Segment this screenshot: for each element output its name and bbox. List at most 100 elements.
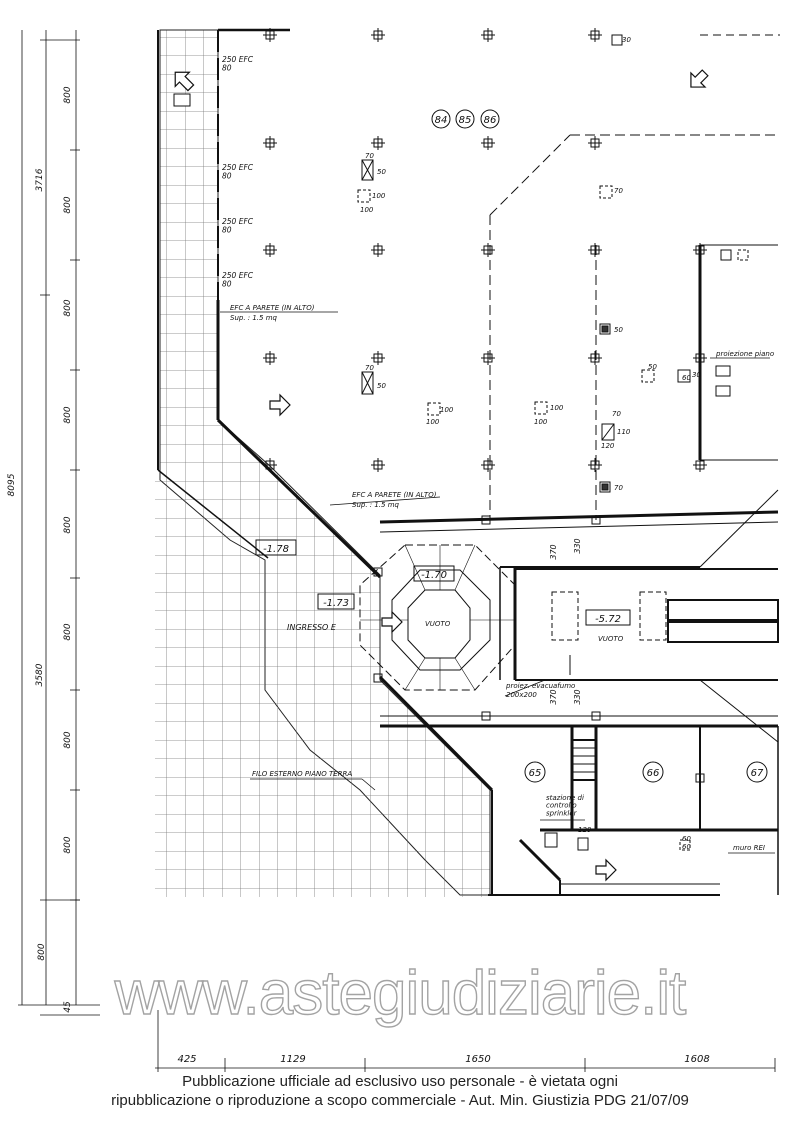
efc-label: EFC A PARETE (IN ALTO) [352,491,437,499]
vuoto-label: VUOTO [598,635,624,643]
watermark: www.astegiudiziarie.it [114,958,687,1028]
store-number: 66 [647,768,660,779]
dimension-label: 330 [573,689,582,704]
octagonal-void [359,544,516,691]
bottom-dimension-label: 1608 [684,1054,709,1065]
muro-rei-label: muro REI [733,844,765,852]
column-marker [481,136,495,150]
shaft-size-label: 60 [682,374,691,382]
column-marker [588,458,602,472]
shaft-size-label: 60 [682,835,691,843]
shafts [357,34,749,851]
bottom-dimension-label: 1650 [465,1054,490,1065]
store-number: 65 [529,768,542,779]
column-marker [588,136,602,150]
column-marker [481,515,491,525]
shaft-size-label: 50 [614,326,623,334]
column-marker [481,711,491,721]
disclaimer-line-2: ripubblicazione o riproduzione a scopo c… [111,1092,689,1109]
column-marker [263,136,277,150]
building-outline [157,28,780,896]
column-marker [693,351,707,365]
dimension-label: 370 [549,544,558,559]
column-marker [263,458,277,472]
shaft-size-label: 70 [365,152,374,160]
column-marker [588,243,602,257]
vuoto-label: VUOTO [425,620,451,628]
elevation-label: -1.78 [263,544,289,555]
column-marker [263,28,277,42]
column-marker [481,351,495,365]
shaft-size-label: 100 [360,206,374,214]
column-marker [591,515,601,525]
disclaimer-line-1: Pubblicazione ufficiale ad esclusivo uso… [182,1073,618,1090]
shaft-size-label: 60 [682,843,691,851]
store-number: 67 [751,768,764,779]
exit-arrow-icon [173,69,709,882]
shaft-size-label: 70 [612,410,621,418]
elevation-label: -1.70 [421,570,447,581]
plan-labels: 8008008008008008008008008004537168095358… [7,36,774,1065]
column-marker [371,243,385,257]
overall-dimension-label: 8095 [7,473,17,496]
dimension-label: 800 [63,516,73,533]
column-marker [371,458,385,472]
shaft-size-label: 70 [614,484,623,492]
dimension-label: 45 [63,1001,73,1013]
column-marker [373,567,383,577]
shaft-size-label: 30 [622,36,631,44]
filo-label: FILO ESTERNO PIANO TERRA [252,770,352,778]
elevation-label: -1.73 [323,598,349,609]
dimension-label: 800 [63,86,73,103]
dimension-label: 800 [63,731,73,748]
store-number: 85 [459,115,472,126]
dimension-label: 330 [573,538,582,553]
ingresso-label: INGRESSO E [287,623,337,632]
bottom-dimension-label: 1129 [280,1054,305,1065]
stair-block [571,739,597,781]
column-marker [591,711,601,721]
efc-label: EFC A PARETE (IN ALTO) [230,304,315,312]
shaft-size-label: 100 [550,404,564,412]
overall-dimension-label: 3580 [35,663,45,686]
dimension-label: 800 [63,406,73,423]
column-marker [373,673,383,683]
sup-label: Sup. : 1.5 mq [230,314,278,322]
dimension-lines [18,30,776,1072]
column-marker [693,458,707,472]
overall-dimension-label: 3716 [35,168,45,191]
column-marker [371,28,385,42]
column-marker [371,136,385,150]
column-marker [481,243,495,257]
column-marker [695,773,705,783]
column-marker [263,243,277,257]
column-marker [588,351,602,365]
shaft-size-label: 100 [440,406,454,414]
shaft-size-label: 50 [648,363,657,371]
shaft-size-label: 50 [377,168,386,176]
vuoto-void [551,591,667,675]
column-marker [263,351,277,365]
shaft-size-label: 30 [692,371,701,379]
shaft-size-label: 50 [377,382,386,390]
shaft-size-label: 120 [601,442,615,450]
shaft-size-label: 110 [617,428,631,436]
dimension-label: 800 [63,836,73,853]
elevation-label: -5.72 [595,614,621,625]
column-marker [481,458,495,472]
leader-lines [220,311,775,854]
sup-label: Sup. : 1.5 mq [352,501,400,509]
shaft-size-label: 70 [365,364,374,372]
dimension-label: 800 [37,943,47,960]
column-marker [693,243,707,257]
proiez-size-label: 200x200 [506,691,537,699]
shaft-size-label: 120 [578,826,592,834]
elevation-marks [255,539,631,626]
store-number: 86 [484,115,497,126]
